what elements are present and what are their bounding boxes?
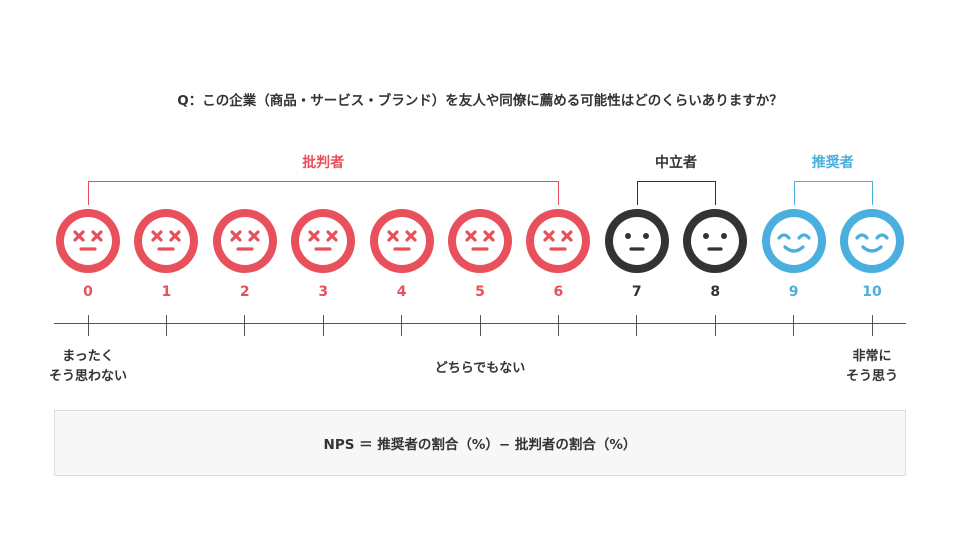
score-number: 8 [710,284,721,300]
question-text: Q：この企業（商品・サービス・ブランド）を友人や同僚に薦める可能性はどのくらいあ… [177,93,783,109]
cross-eyes-face-icon [525,208,591,274]
group-bracket-passives [636,181,717,205]
scale-tick [401,315,403,336]
nps-formula-box: NPS ＝ 推奨者の割合（%）− 批判者の割合（%） [54,410,906,476]
scale-tick [165,315,167,336]
cross-eyes-face-icon [212,208,278,274]
scale-tick [322,315,324,336]
group-label-passives: 中立者 [655,155,697,171]
scale-left-label: まったく そう思わない [18,347,158,387]
cross-eyes-face-icon [290,208,356,274]
score-number: 7 [631,284,642,300]
score-number: 4 [396,284,407,300]
score-number: 6 [553,284,564,300]
scale-tick [244,315,246,336]
cross-eyes-face-icon [55,208,121,274]
score-number: 0 [83,284,93,300]
nps-formula: NPS ＝ 推奨者の割合（%）− 批判者の割合（%） [323,437,637,453]
neutral-face-icon [682,208,748,274]
scale-tick [87,315,89,336]
neutral-face-icon [604,208,670,274]
score-number: 2 [239,284,250,300]
cross-eyes-face-icon [369,208,435,274]
scale-left-label-line1: まったく [62,349,114,364]
scale-tick [479,315,481,336]
cross-eyes-face-icon [447,208,513,274]
scale-right-label-line1: 非常に [852,349,892,364]
cross-eyes-face-icon [133,208,199,274]
scale-tick [871,315,873,336]
smiling-face-icon [761,208,827,274]
scale-left-label-line2: そう思わない [48,369,127,384]
group-label-promoters: 推奨者 [811,155,854,171]
scale-tick [636,315,638,336]
score-number: 1 [161,284,172,300]
group-label-detractors: 批判者 [302,155,345,171]
scale-right-label: 非常に そう思う [802,347,942,387]
scale-tick [714,315,716,336]
scale-right-label-line2: そう思う [845,369,898,384]
scale-tick [793,315,795,336]
score-number: 5 [475,284,485,300]
score-number: 3 [318,284,329,300]
score-number: 9 [788,284,799,300]
group-bracket-detractors [88,181,560,205]
score-number: 10 [862,284,882,300]
scale-middle-label: どちらでもない [434,361,526,376]
group-bracket-promoters [793,181,873,205]
smiling-face-icon [839,208,905,274]
scale-tick [557,315,559,336]
